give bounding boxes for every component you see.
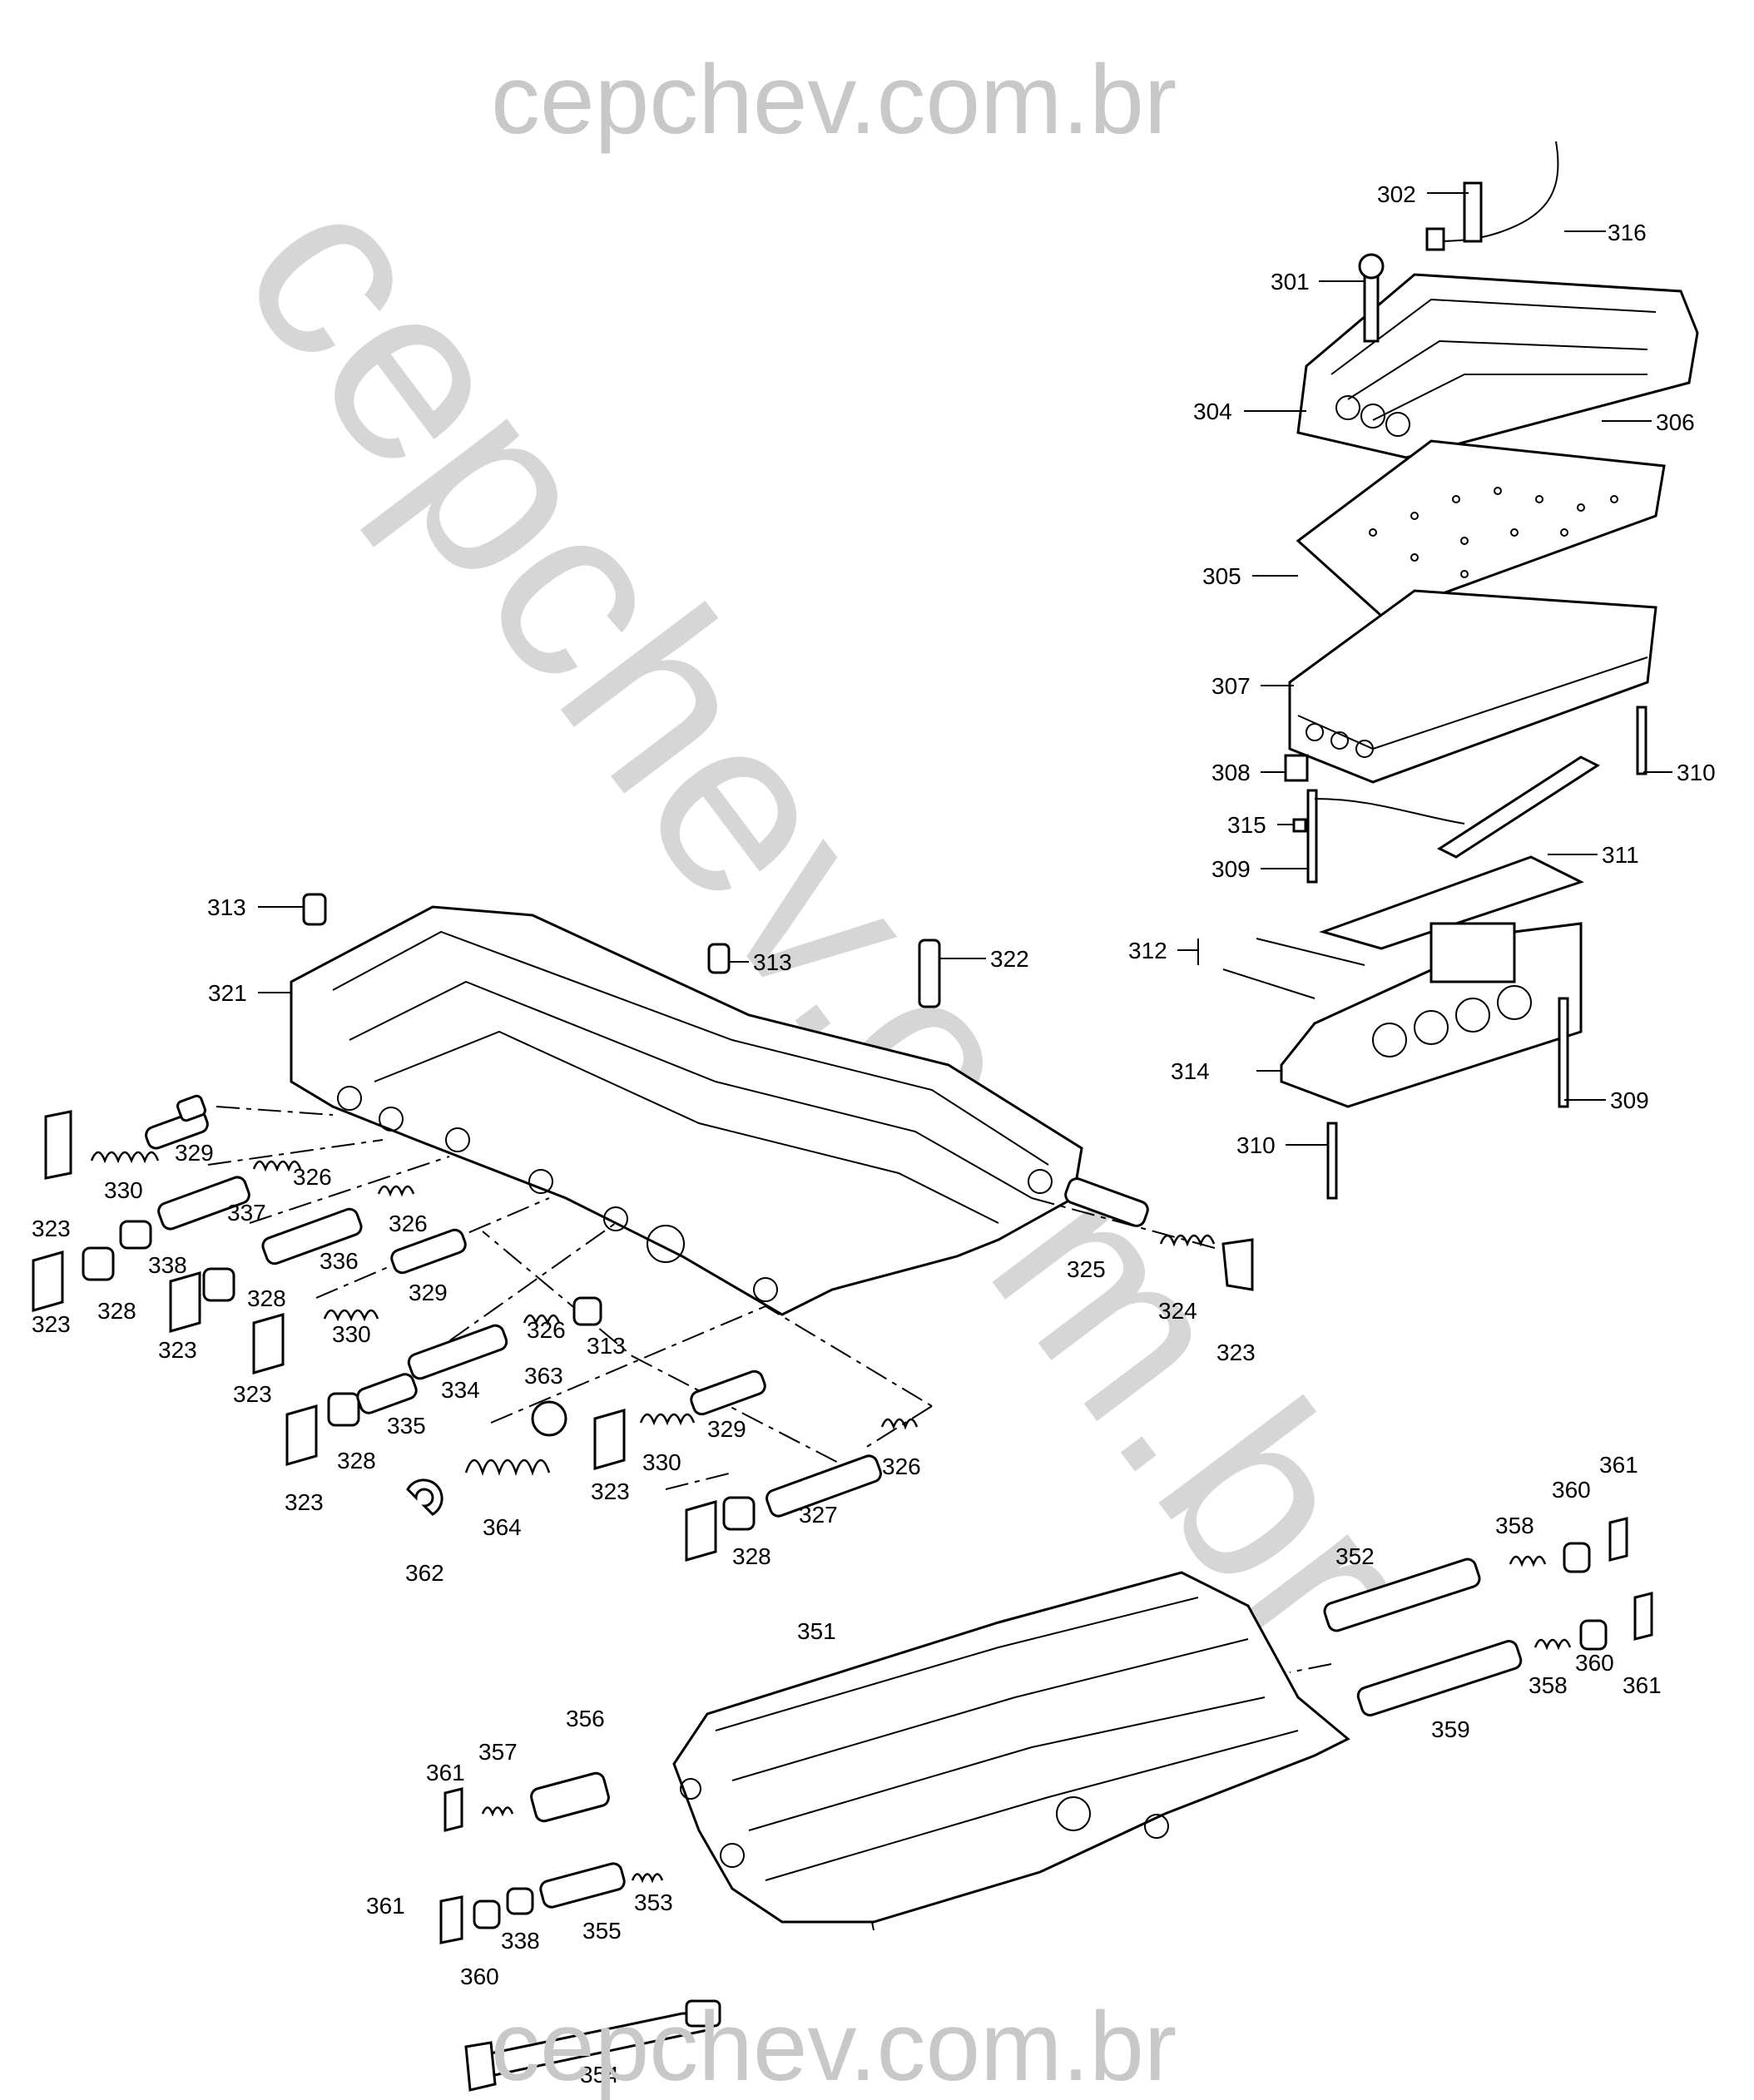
callout-326-c: 326 (527, 1317, 566, 1343)
callout-360-b: 360 (1575, 1650, 1614, 1676)
callout-304: 304 (1193, 399, 1232, 424)
callout-329-b: 329 (409, 1280, 448, 1305)
callout-337: 337 (227, 1200, 266, 1226)
callout-309-upper: 309 (1211, 856, 1251, 882)
callout-301: 301 (1271, 269, 1310, 295)
callout-360-a: 360 (1552, 1477, 1591, 1503)
callout-307: 307 (1211, 673, 1251, 699)
callout-359: 359 (1431, 1716, 1470, 1742)
callout-361-d: 361 (366, 1893, 405, 1919)
callout-309-lower: 309 (1610, 1087, 1649, 1113)
callout-313-top: 313 (207, 894, 246, 920)
callout-328-d: 328 (732, 1543, 771, 1569)
callout-364: 364 (483, 1514, 522, 1540)
callout-326-b: 326 (389, 1211, 428, 1236)
callout-338-a: 338 (148, 1252, 187, 1278)
callout-326-d: 326 (882, 1454, 921, 1479)
callout-302: 302 (1377, 181, 1416, 207)
callout-354: 354 (580, 2062, 619, 2088)
callout-328-b: 328 (247, 1285, 286, 1311)
callout-323-c: 323 (158, 1337, 197, 1363)
callout-358-a: 358 (1495, 1513, 1534, 1538)
watermark-top: cepchev.com.br (491, 45, 1177, 155)
callout-306: 306 (1656, 409, 1695, 435)
callout-325: 325 (1067, 1256, 1106, 1282)
callout-328-c: 328 (337, 1448, 376, 1473)
callout-334: 334 (441, 1377, 480, 1403)
callout-361-a: 361 (1599, 1452, 1638, 1478)
callout-329-a: 329 (175, 1140, 214, 1166)
callout-305: 305 (1202, 563, 1241, 589)
callout-310-upper: 310 (1677, 760, 1716, 785)
callout-314: 314 (1171, 1058, 1210, 1084)
callout-323-f: 323 (591, 1478, 630, 1504)
callout-324: 324 (1158, 1298, 1197, 1324)
callout-330-c: 330 (642, 1449, 681, 1475)
callout-326-a: 326 (293, 1164, 332, 1190)
callout-323-d: 323 (233, 1381, 272, 1407)
callout-360-c: 360 (460, 1964, 499, 1989)
callout-353: 353 (634, 1890, 673, 1915)
callout-328-a: 328 (97, 1298, 136, 1324)
callout-351: 351 (797, 1618, 836, 1644)
callout-321: 321 (208, 980, 247, 1006)
callout-310-lower: 310 (1236, 1132, 1276, 1158)
callout-361-b: 361 (1623, 1672, 1662, 1698)
callout-338-b: 338 (501, 1928, 540, 1954)
callout-323-a: 323 (32, 1216, 71, 1241)
callout-358-b: 358 (1529, 1672, 1568, 1698)
watermark-diagonal: cepchev.com.br (190, 138, 1464, 1700)
callout-361-c: 361 (426, 1760, 465, 1785)
callout-312: 312 (1128, 938, 1167, 963)
callout-330-b: 330 (332, 1321, 371, 1347)
leader-lines (258, 192, 1672, 1146)
callout-355: 355 (582, 1918, 622, 1944)
middle-valve-body (290, 893, 1083, 1316)
callout-322: 322 (990, 946, 1029, 972)
callout-362: 362 (405, 1560, 444, 1586)
callout-330-a: 330 (104, 1177, 143, 1203)
callout-labels: 302 316 301 304 306 305 307 310 308 315 … (32, 181, 1716, 2088)
callout-323-e: 323 (285, 1489, 324, 1515)
callout-313-body: 313 (753, 949, 792, 975)
callout-357: 357 (478, 1739, 518, 1765)
valve-components (32, 1094, 1254, 1562)
watermark-bottom: cepchev.com.br (491, 1992, 1177, 2100)
callout-352: 352 (1335, 1543, 1375, 1569)
callout-316: 316 (1608, 220, 1647, 245)
callout-363: 363 (524, 1363, 563, 1389)
upper-valve-body-assembly (1222, 141, 1699, 1200)
callout-323-b: 323 (32, 1311, 71, 1337)
callout-356: 356 (566, 1706, 605, 1731)
callout-335: 335 (387, 1413, 426, 1439)
lower-valve-body (439, 1517, 1653, 2092)
callout-336: 336 (320, 1248, 359, 1274)
callout-329-c: 329 (707, 1416, 746, 1442)
callout-313-low: 313 (587, 1333, 626, 1359)
callout-308: 308 (1211, 760, 1251, 785)
callout-311: 311 (1602, 842, 1639, 868)
callout-327: 327 (799, 1502, 838, 1528)
callout-315: 315 (1227, 812, 1266, 838)
callout-323-g: 323 (1216, 1340, 1256, 1365)
